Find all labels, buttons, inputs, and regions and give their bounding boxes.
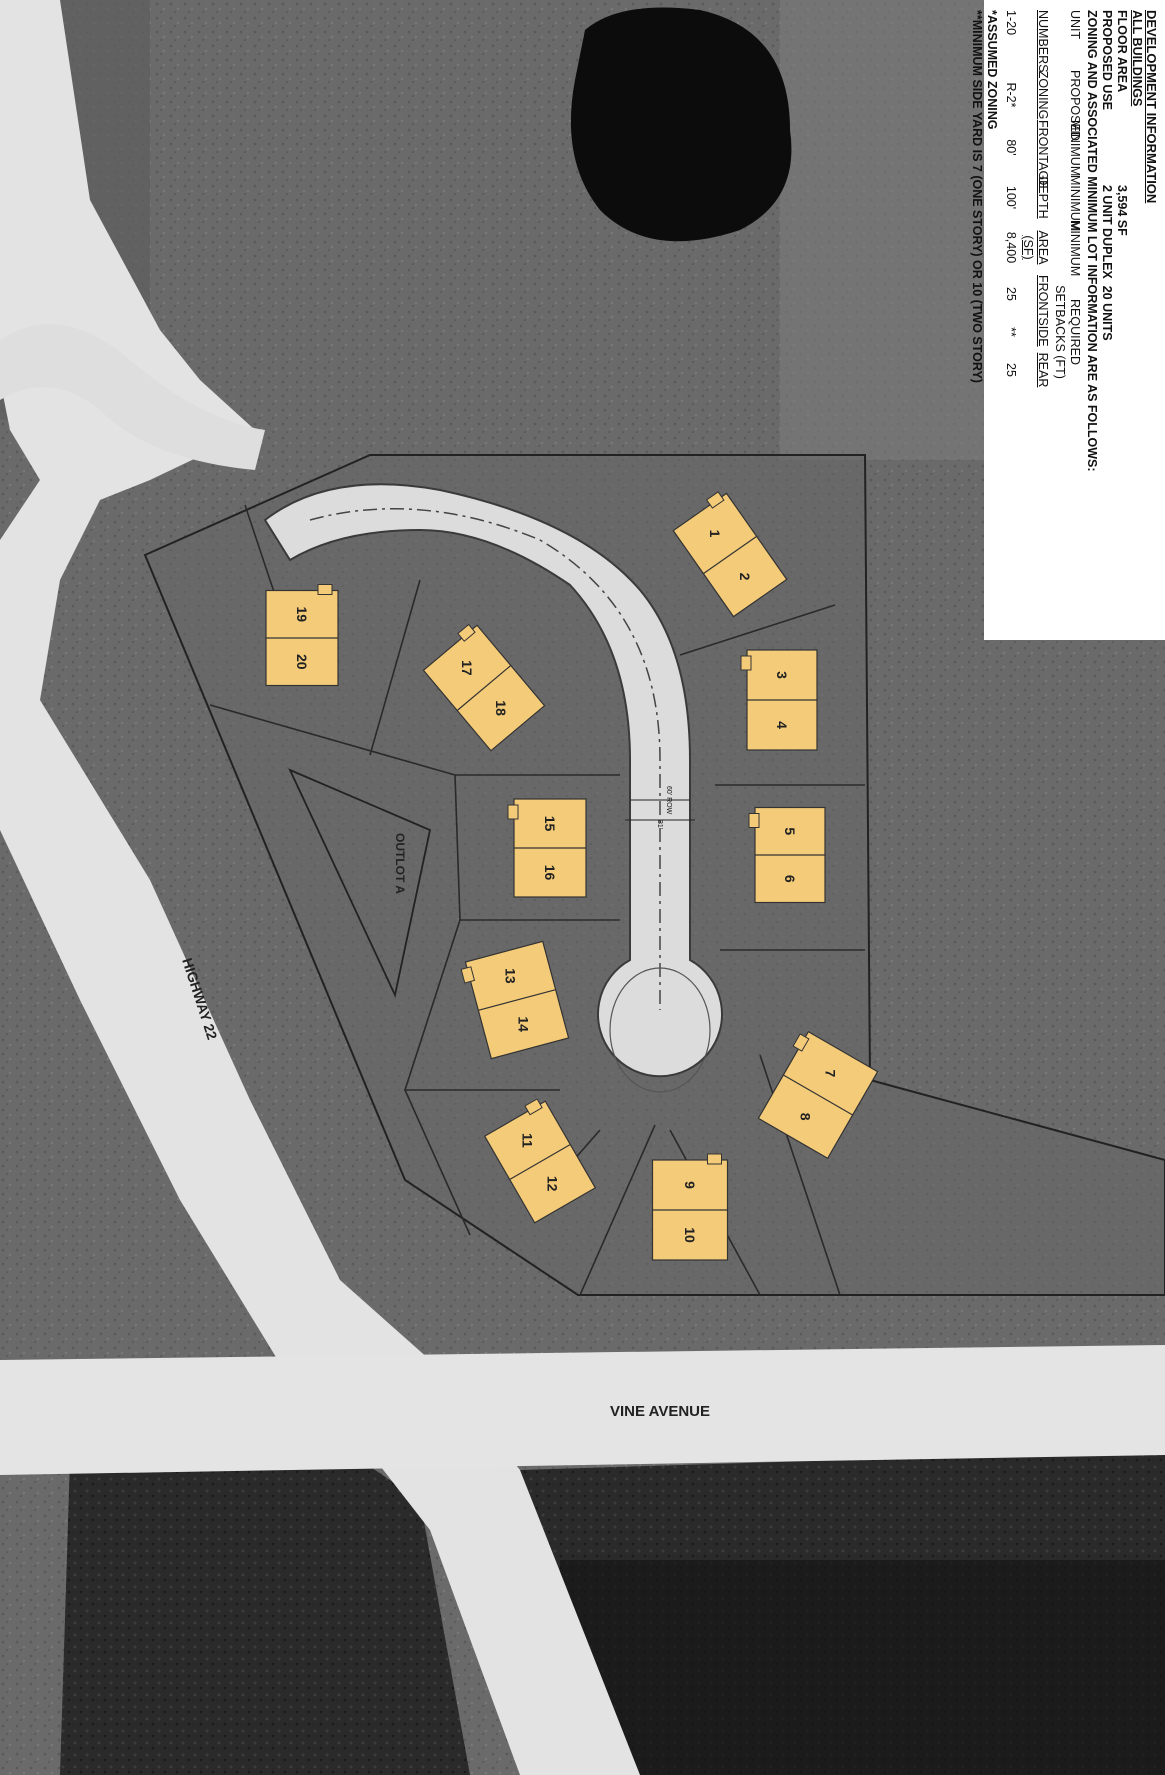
unit-number-label: 10 [682,1227,698,1243]
hdr-minimum-3: MINIMUM [1068,220,1082,277]
building-entry-notch [748,813,760,828]
unit-number-label: 9 [682,1181,698,1189]
hdr-setbacks: REQUIRED SETBACKS (FT) [1053,285,1082,379]
development-info-text: DEVELOPMENT INFORMATION ALL BUILDINGS FL… [970,0,1165,640]
row-rear: 25 [1004,363,1018,377]
unit-number-label: 6 [782,875,798,883]
building-entry-notch [507,804,519,820]
duplex-party-wall [456,665,512,711]
building-entry-notch [707,1153,722,1165]
unit-number-label: 17 [459,660,475,676]
hdr-frontage: FRONTAGE [1036,120,1050,189]
row-width-label: 60' ROW [665,786,672,815]
duplex-building: 34 [740,649,818,751]
unit-number-label: 16 [542,865,558,881]
floor-area-value: 3,594 SF [1115,185,1129,236]
zoning-line: ZONING AND ASSOCIATED MINIMUM LOT INFORM… [1085,10,1099,472]
building-entry-notch [457,623,476,642]
note-side-yard: **MINIMUM SIDE YARD IS 7 (ONE STORY) OR … [970,10,984,383]
unit-number-label: 12 [545,1176,561,1192]
unit-number-label: 18 [493,700,509,716]
row-depth: 100' [1004,185,1018,210]
vine-avenue-label: VINE AVENUE [610,1403,710,1420]
unit-number-label: 5 [782,827,798,835]
hdr-area: AREA (SF) [1021,230,1050,265]
row-zoning: R-2* [1004,82,1018,108]
unit-number-label: 2 [737,573,753,581]
row-side: ** [1004,327,1018,337]
units-value: 20 UNITS [1100,285,1114,341]
row-numbers: 1-20 [1004,10,1018,36]
hdr-minimum-2: MINIMUM [1068,175,1082,232]
hdr-zoning: ZONING [1036,70,1050,120]
duplex-building: 9 10 [651,1153,729,1261]
vine-avenue-road [0,1345,1165,1475]
tree-area-southwest [60,1440,470,1775]
duplex-party-wall [703,535,757,575]
unit-number-label: 13 [503,968,519,984]
zoning-table-header-1: UNIT PROPOSED MINIMUM MINIMUM MINIMUM RE… [1052,10,1082,630]
duplex-building: 13 14 [460,940,570,1060]
proposed-use-label: PROPOSED USE [1100,10,1114,111]
dev-info-title: DEVELOPMENT INFORMATION [1144,10,1159,204]
unit-number-label: 1 [707,530,723,538]
hdr-minimum-1: MINIMUM [1068,120,1082,177]
unit-number-label: 20 [294,654,310,670]
unit-number-label: 14 [515,1016,531,1032]
unit-number-label: 11 [520,1133,536,1148]
building-entry-notch [792,1033,810,1052]
duplex-party-wall [478,989,556,1011]
building-entry-notch [460,966,476,984]
pond [570,7,792,242]
outlot-a-label: OUTLOT A [393,833,407,894]
cul-de-sac-street [263,483,723,1078]
lot-lines [209,504,865,1296]
row-frontage: 80' [1004,139,1018,156]
unit-number-label: 15 [542,816,558,832]
proposed-use-value: 2 UNIT DUPLEX [1100,185,1114,279]
building-entry-notch [705,491,725,509]
note-assumed-zoning: *ASSUMED ZONING [985,10,999,130]
all-buildings-heading: ALL BUILDINGS [1130,10,1144,107]
unit-number-label: 4 [774,721,790,729]
hdr-front: FRONT [1036,275,1050,319]
hdr-rear: REAR [1036,352,1050,388]
zoning-table-header-2: NUMBERS ZONING FRONTAGE DEPTH AREA (SF) … [1020,10,1050,630]
unit-number-label: 8 [798,1113,814,1121]
hdr-proposed: PROPOSED [1068,70,1082,141]
development-info-panel: DEVELOPMENT INFORMATION ALL BUILDINGS FL… [970,0,1165,640]
street-width-label: 31' [656,820,663,829]
unit-number-label: 3 [774,671,790,679]
hdr-unit: UNIT [1068,10,1082,40]
floor-area-label: FLOOR AREA [1115,10,1129,93]
building-entry-notch [740,655,752,671]
duplex-building: 78 [757,1030,879,1160]
duplex-building: 12 [672,491,788,618]
hdr-depth: DEPTH [1036,176,1050,219]
duplex-party-wall [509,1143,571,1181]
unit-number-label: 7 [823,1069,839,1077]
unit-number-label: 19 [294,606,310,622]
zoning-table-row: 1-20 R-2* 80' 100' 8,400 25 ** 25 [1003,10,1018,630]
duplex-building: 11 12 [483,1098,597,1224]
hdr-numbers: NUMBERS [1036,10,1050,73]
outlot-a [288,768,432,998]
building-entry-notch [317,584,333,595]
hdr-side: SIDE [1036,317,1050,347]
duplex-building: 56 [748,806,826,904]
row-front: 25 [1004,287,1018,301]
duplex-party-wall [783,1074,853,1116]
building-entry-notch [524,1098,543,1116]
row-area: 8,400 [1004,231,1018,264]
